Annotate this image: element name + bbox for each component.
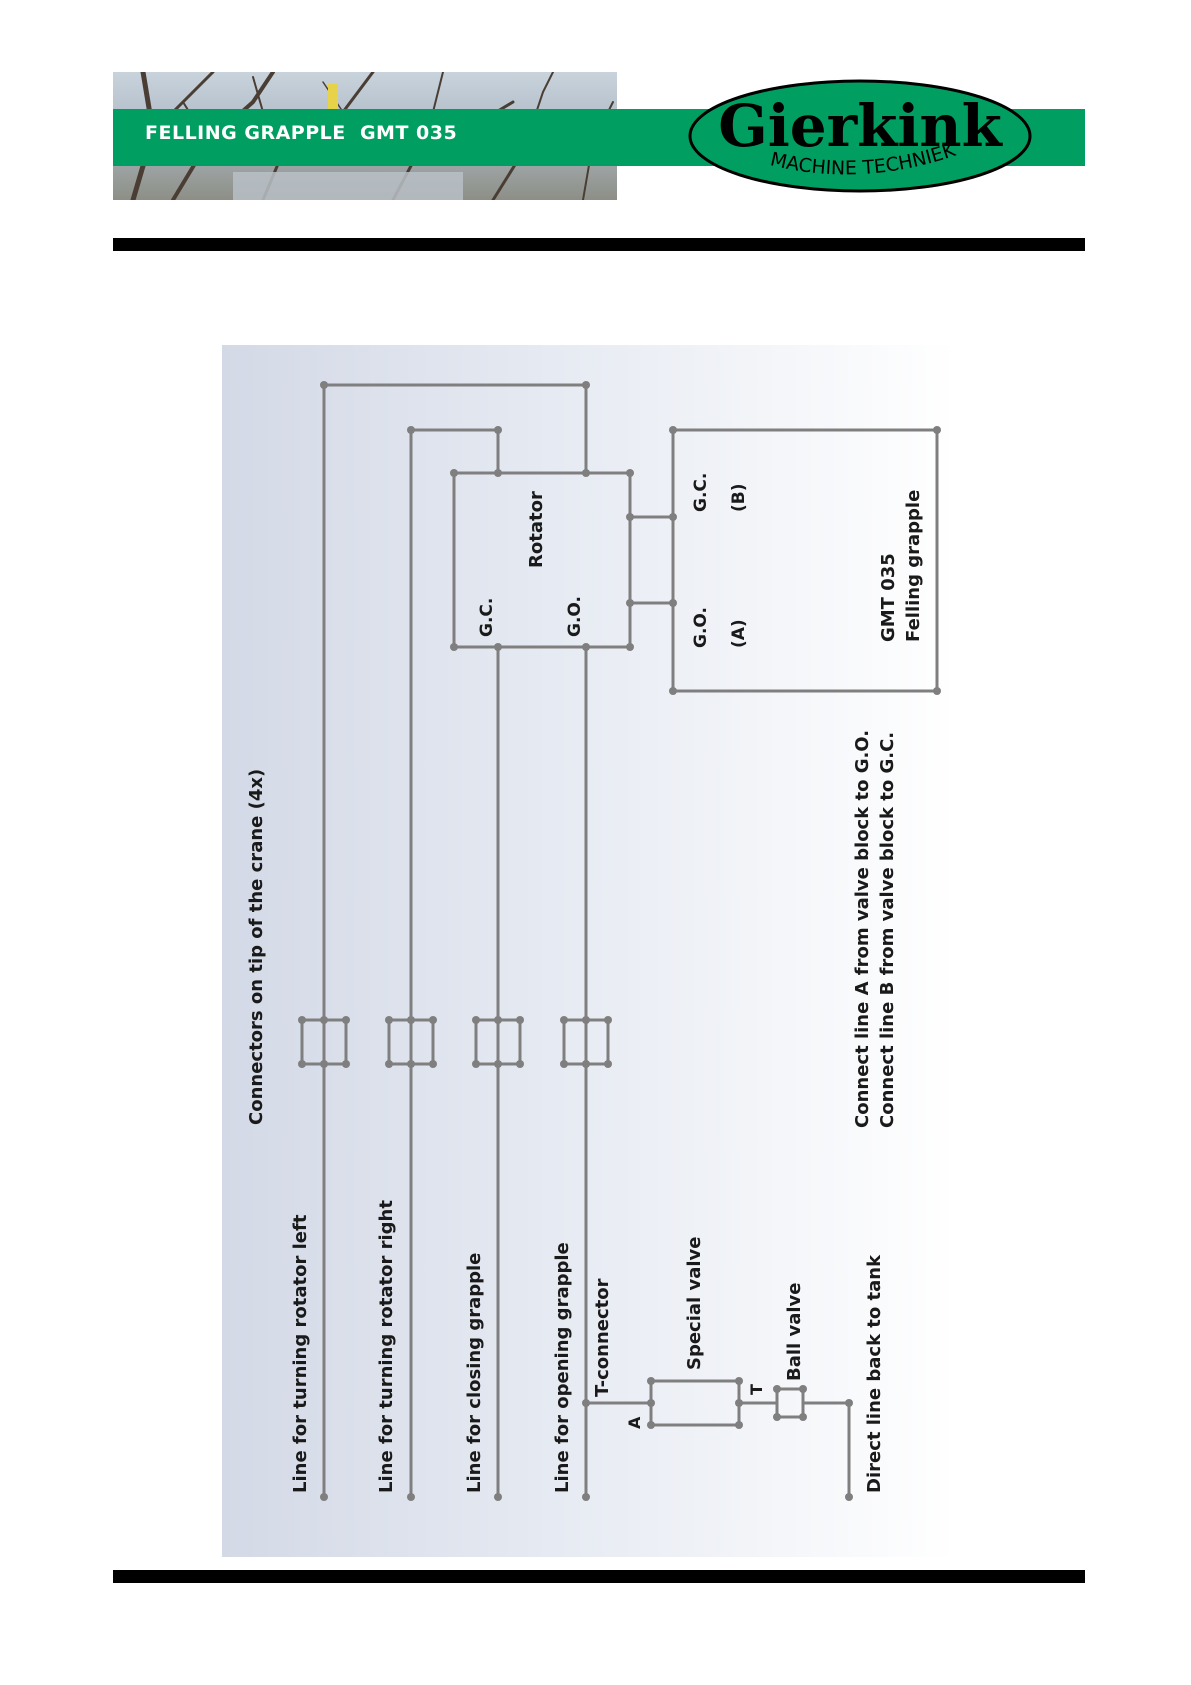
special-valve-box bbox=[649, 1379, 741, 1427]
label-direct-line: Direct line back to tank bbox=[864, 1254, 885, 1493]
label-special-valve: Special valve bbox=[684, 1237, 705, 1370]
ball-valve-box bbox=[775, 1387, 805, 1419]
label-port-t: T bbox=[747, 1384, 766, 1395]
hydraulic-diagram: Connectors on tip of the crane (4x) Line… bbox=[222, 345, 957, 1557]
label-rotator: Rotator bbox=[526, 491, 547, 568]
label-t-connector: T-connector bbox=[592, 1278, 613, 1397]
label-ball-valve: Ball valve bbox=[784, 1283, 805, 1381]
label-port-a: A bbox=[625, 1416, 644, 1429]
junction-dots bbox=[298, 381, 941, 1501]
note-line-b: Connect line B from valve block to G.C. bbox=[877, 732, 898, 1128]
top-rule bbox=[113, 238, 1085, 251]
label-grapple-go: G.O. bbox=[691, 607, 711, 648]
label-rotator-gc: G.C. bbox=[477, 598, 497, 637]
label-line-opening: Line for opening grapple bbox=[552, 1242, 573, 1493]
label-grapple-gc: G.C. bbox=[691, 473, 711, 512]
grapple-box bbox=[671, 428, 939, 693]
label-line-rotator-left: Line for turning rotator left bbox=[290, 1214, 311, 1493]
label-grapple-model: GMT 035 bbox=[878, 553, 899, 642]
hydraulic-schematic: Connectors on tip of the crane (4x) Line… bbox=[246, 381, 941, 1501]
label-grapple-b: (B) bbox=[729, 484, 749, 513]
logo-text: Gierkink bbox=[718, 92, 1003, 160]
gierkink-logo: Gierkink MACHINE TECHNIEK bbox=[688, 79, 1032, 193]
label-line-closing: Line for closing grapple bbox=[464, 1253, 485, 1493]
page-title: FELLING GRAPPLE GMT 035 bbox=[145, 122, 458, 144]
hydraulic-lines bbox=[300, 383, 939, 1497]
label-rotator-go: G.O. bbox=[565, 596, 585, 637]
label-crane-connectors: Connectors on tip of the crane (4x) bbox=[246, 769, 267, 1125]
label-grapple-a: (A) bbox=[729, 619, 749, 648]
bottom-rule bbox=[113, 1570, 1085, 1583]
machine-part bbox=[328, 84, 338, 110]
label-grapple-name: Felling grapple bbox=[903, 490, 924, 642]
note-line-a: Connect line A from valve block to G.O. bbox=[852, 730, 873, 1128]
label-line-rotator-right: Line for turning rotator right bbox=[376, 1200, 397, 1493]
header: FELLING GRAPPLE GMT 035 Gierkink MACHINE… bbox=[113, 72, 1085, 200]
rotator-box bbox=[452, 471, 632, 649]
